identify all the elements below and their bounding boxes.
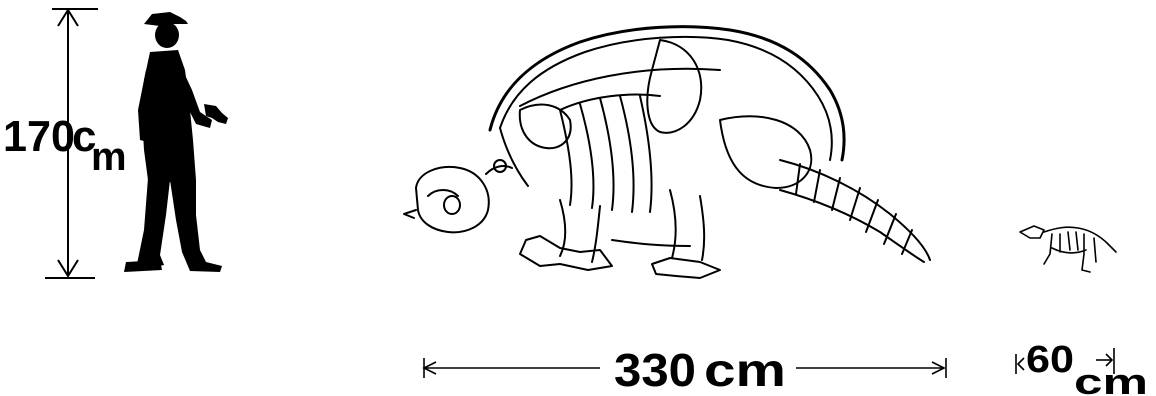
ancestor-length-number: 60 <box>1026 339 1074 381</box>
human-height-unit-m: m <box>91 135 127 179</box>
glyptodon-skeleton-icon <box>404 27 930 278</box>
ancestor-length-unit: cm <box>1074 361 1148 396</box>
glyptodon-length-unit: cm <box>704 344 786 396</box>
small-ancestor-skeleton-icon <box>1020 226 1116 272</box>
glyptodon-length-number: 330 <box>614 344 696 396</box>
human-height-number: 170 <box>3 112 75 161</box>
human-silhouette-icon <box>124 12 228 272</box>
